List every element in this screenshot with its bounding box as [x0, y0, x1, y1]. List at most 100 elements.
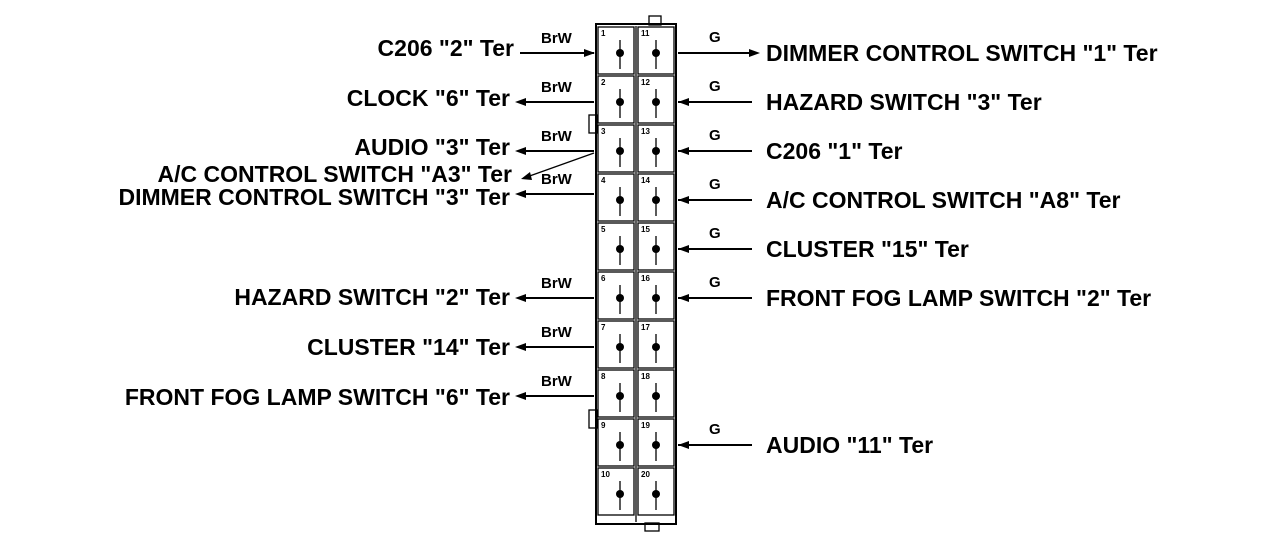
wire-arrow — [678, 196, 689, 204]
pin-cell-12 — [637, 75, 675, 124]
wire-color-label: BrW — [541, 79, 573, 96]
connector-latch-top — [648, 15, 662, 26]
wire-color-label: BrW — [541, 171, 573, 188]
pin-contact-20 — [652, 490, 660, 498]
pin-number-16: 16 — [641, 274, 650, 283]
pin-cell-3 — [597, 124, 635, 173]
pin-contact-7 — [616, 343, 624, 351]
pin-number-14: 14 — [641, 176, 650, 185]
connector-key-left-upper — [588, 114, 598, 134]
connector-latch-bottom — [644, 522, 660, 532]
pin-number-1: 1 — [601, 29, 606, 38]
pin-cell-10 — [597, 467, 635, 516]
pin-number-19: 19 — [641, 421, 650, 430]
wire-arrow — [749, 49, 760, 57]
wire-color-label: BrW — [541, 324, 573, 341]
left-label-ac-a3: A/C CONTROL SWITCH "A3" Ter — [158, 161, 513, 187]
pin-cell-18 — [637, 369, 675, 418]
wire-arrow — [678, 147, 689, 155]
pin-contact-13 — [652, 147, 660, 155]
wire-branch-line — [523, 152, 595, 179]
wire-arrow — [678, 441, 689, 449]
wire-arrow — [515, 190, 526, 198]
wire-color-label: G — [709, 78, 721, 95]
wire-color-label: G — [709, 127, 721, 144]
pin-cell-1 — [597, 26, 635, 75]
pin-number-17: 17 — [641, 323, 650, 332]
connector-outline — [595, 23, 677, 525]
pin-contact-11 — [652, 49, 660, 57]
pin-number-7: 7 — [601, 323, 606, 332]
right-label: HAZARD SWITCH "3" Ter — [766, 89, 1042, 115]
wire-color-label: G — [709, 421, 721, 438]
right-label: FRONT FOG LAMP SWITCH "2" Ter — [766, 285, 1151, 311]
wire-arrow — [515, 294, 526, 302]
pin-contact-14 — [652, 196, 660, 204]
left-label: CLUSTER "14" Ter — [307, 334, 510, 360]
pin-contact-12 — [652, 98, 660, 106]
pin-cell-2 — [597, 75, 635, 124]
pin-cell-9 — [597, 418, 635, 467]
pin-contact-10 — [616, 490, 624, 498]
pin-cell-11 — [637, 26, 675, 75]
pin-contact-3 — [616, 147, 624, 155]
pin-cell-16 — [637, 271, 675, 320]
pin-contact-1 — [616, 49, 624, 57]
wire-color-label: G — [709, 225, 721, 242]
left-label: FRONT FOG LAMP SWITCH "6" Ter — [125, 384, 510, 410]
pin-number-10: 10 — [601, 470, 610, 479]
left-label: C206 "2" Ter — [378, 35, 514, 61]
pin-cell-7 — [597, 320, 635, 369]
right-label: AUDIO "11" Ter — [766, 432, 933, 458]
pin-number-5: 5 — [601, 225, 606, 234]
wire-arrow — [678, 245, 689, 253]
right-label: DIMMER CONTROL SWITCH "1" Ter — [766, 40, 1158, 66]
wire-arrow — [515, 392, 526, 400]
pin-number-12: 12 — [641, 78, 650, 87]
right-label: C206 "1" Ter — [766, 138, 902, 164]
wire-color-label: BrW — [541, 128, 573, 145]
pin-contact-19 — [652, 441, 660, 449]
pin-cell-19 — [637, 418, 675, 467]
wire-arrow — [515, 343, 526, 351]
pin-contact-16 — [652, 294, 660, 302]
wire-color-label: G — [709, 274, 721, 291]
pin-cell-13 — [637, 124, 675, 173]
left-label: CLOCK "6" Ter — [347, 85, 510, 111]
pin-number-2: 2 — [601, 78, 606, 87]
wire-arrow — [515, 147, 526, 155]
pin-cell-8 — [597, 369, 635, 418]
connector-key-left-lower — [588, 409, 598, 429]
pin-cell-5 — [597, 222, 635, 271]
pin-contact-6 — [616, 294, 624, 302]
pin-contact-8 — [616, 392, 624, 400]
wire-arrow — [515, 98, 526, 106]
right-label: CLUSTER "15" Ter — [766, 236, 969, 262]
pin-number-15: 15 — [641, 225, 650, 234]
pin-contact-2 — [616, 98, 624, 106]
pin-number-18: 18 — [641, 372, 650, 381]
pin-number-8: 8 — [601, 372, 606, 381]
pin-number-6: 6 — [601, 274, 606, 283]
pin-number-9: 9 — [601, 421, 606, 430]
pin-contact-15 — [652, 245, 660, 253]
pin-number-13: 13 — [641, 127, 650, 136]
wire-branch-arrow — [521, 172, 532, 180]
wire-color-label: G — [709, 176, 721, 193]
pin-cell-17 — [637, 320, 675, 369]
left-label: HAZARD SWITCH "2" Ter — [234, 284, 510, 310]
pin-cell-14 — [637, 173, 675, 222]
wire-arrow — [678, 294, 689, 302]
pin-cell-4 — [597, 173, 635, 222]
wire-color-label: BrW — [541, 30, 573, 47]
left-label: DIMMER CONTROL SWITCH "3" Ter — [118, 184, 510, 210]
pin-cell-20 — [637, 467, 675, 516]
pin-contact-4 — [616, 196, 624, 204]
pin-contact-18 — [652, 392, 660, 400]
wire-color-label: BrW — [541, 373, 573, 390]
pin-contact-5 — [616, 245, 624, 253]
